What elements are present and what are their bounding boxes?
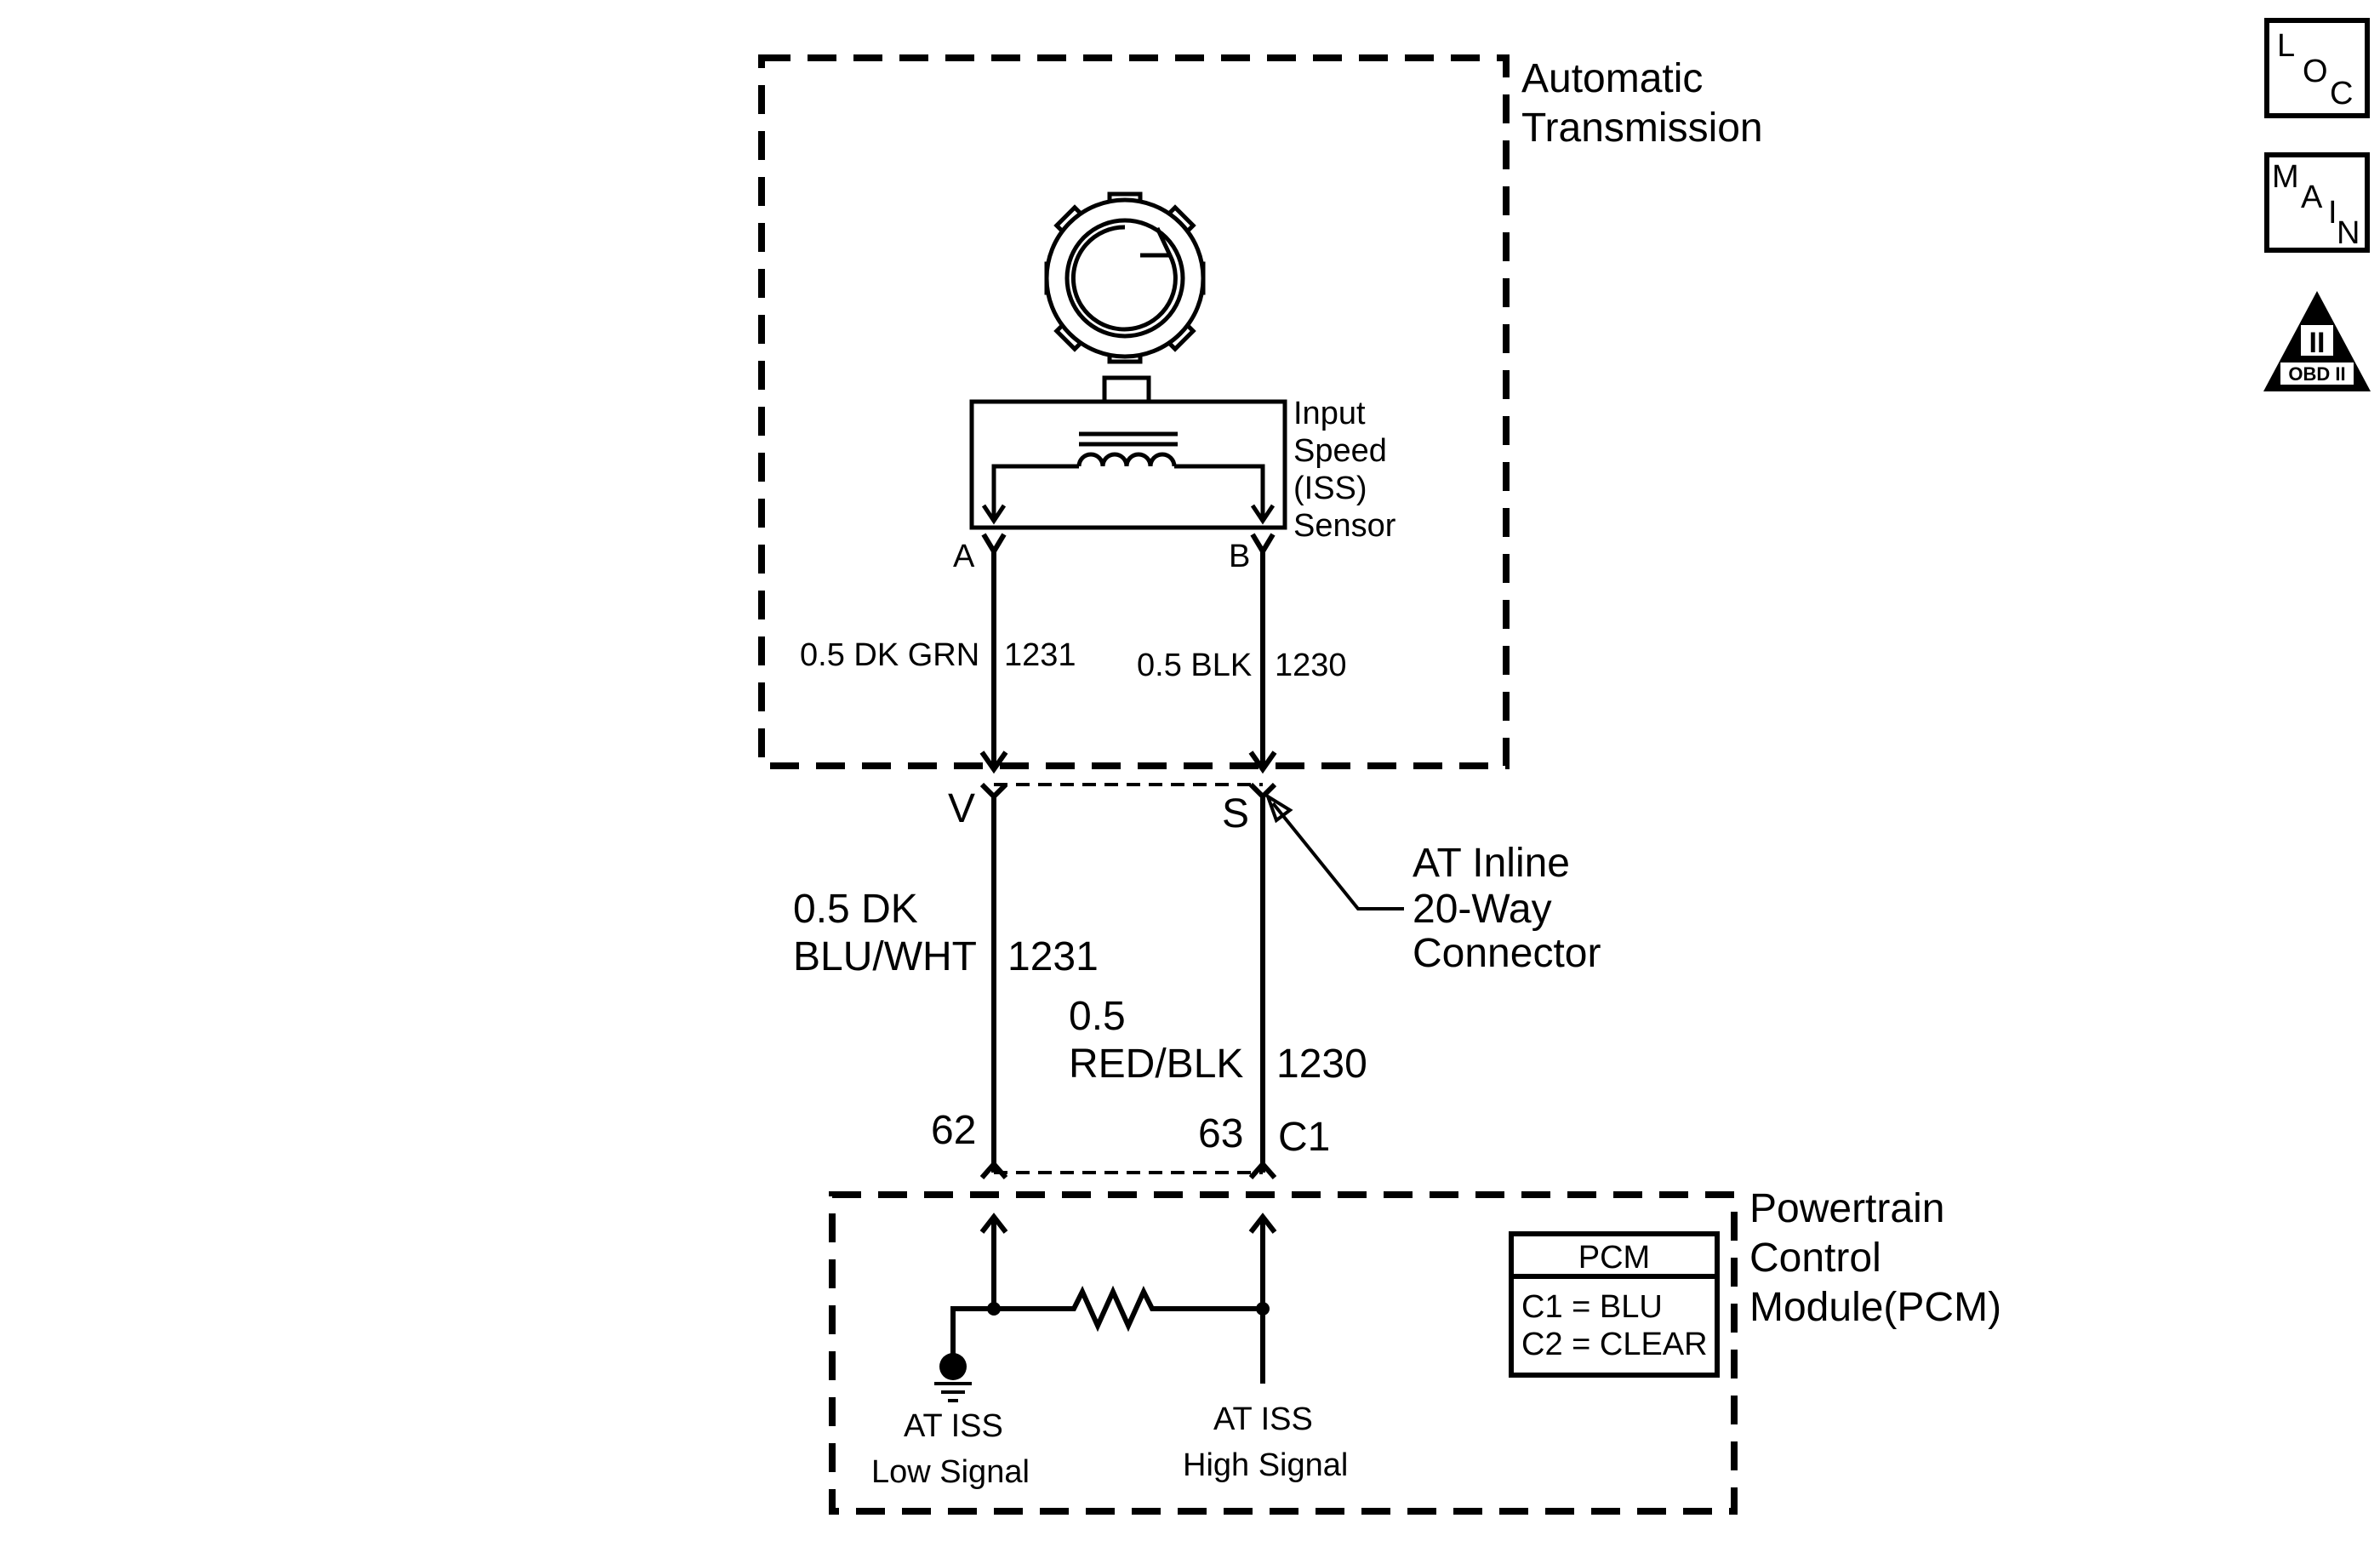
pcm-resistor-icon xyxy=(994,1285,1263,1333)
obd-numeral: II xyxy=(2309,327,2326,359)
connector-leader-line xyxy=(1271,802,1404,910)
transmission-boundary xyxy=(758,54,1510,769)
transmission-title-line1: Automatic xyxy=(1521,56,1703,101)
connector-name-line1: AT Inline xyxy=(1413,841,1570,886)
high-signal-line2: High Signal xyxy=(1183,1447,1348,1483)
transmission-title-line2: Transmission xyxy=(1521,106,1763,151)
pin-63-label: 63 xyxy=(1198,1111,1243,1156)
main-letter-m: M xyxy=(2272,159,2299,195)
connector-c1-label: C1 xyxy=(1278,1115,1330,1160)
sensor-label-line3: (ISS) xyxy=(1293,471,1367,506)
pin-62-label: 62 xyxy=(931,1108,976,1153)
main-letter-a: A xyxy=(2301,180,2323,215)
main-nav-button[interactable]: M A I N xyxy=(2264,152,2370,253)
pin-s-arrow xyxy=(1248,751,1277,774)
tone-wheel-icon xyxy=(1044,191,1206,364)
pin-v-label: V xyxy=(948,786,975,831)
high-signal-line1: AT ISS xyxy=(1213,1401,1313,1437)
loc-nav-button[interactable]: L O C xyxy=(2264,18,2370,118)
obd-label-box xyxy=(2280,362,2354,385)
pcm-high-arrow xyxy=(1248,1213,1277,1234)
pin-v-arrow xyxy=(979,751,1008,774)
pcm-legend-c1: C1 = BLU xyxy=(1521,1289,1663,1325)
pcm-legend-title: PCM xyxy=(1578,1240,1650,1276)
wire-a-color-label: 0.5 DK GRN xyxy=(800,637,979,673)
pcm-name-line1: Powertrain xyxy=(1749,1186,1944,1231)
pcm-name-line3: Module(PCM) xyxy=(1749,1285,2001,1330)
junction-high-icon xyxy=(1256,1302,1270,1316)
pin-s-label: S xyxy=(1222,791,1249,836)
main-letter-i: I xyxy=(2328,195,2337,231)
loc-letter-l: L xyxy=(2277,28,2295,64)
pin-a-label: A xyxy=(953,539,975,574)
main-letter-n: N xyxy=(2337,215,2360,251)
wire-v-circuit: 1231 xyxy=(1007,934,1099,979)
wire-a-circuit-label: 1231 xyxy=(1004,637,1076,673)
sensor-label-line4: Sensor xyxy=(1293,508,1396,544)
ground-node-icon xyxy=(939,1353,967,1380)
wire-s-circuit: 1230 xyxy=(1276,1042,1367,1087)
obd-ii-nav-button[interactable]: II OBD II xyxy=(2263,291,2371,391)
pin-s-terminal xyxy=(1248,782,1277,801)
pin-v-terminal xyxy=(979,782,1008,801)
pin-63-terminal xyxy=(1248,1160,1277,1179)
obd-numeral-box xyxy=(2301,325,2333,356)
low-signal-line1: AT ISS xyxy=(904,1408,1003,1444)
pcm-low-arrow xyxy=(979,1213,1008,1234)
obd-label: OBD II xyxy=(2288,363,2345,385)
connector-name-line3: Connector xyxy=(1413,931,1601,976)
sensor-label-line1: Input xyxy=(1293,396,1366,431)
wire-v-color-line1: 0.5 DK xyxy=(793,887,918,932)
pin-b-terminal xyxy=(1250,533,1276,557)
pin-62-terminal xyxy=(979,1160,1008,1179)
sensor-label-line2: Speed xyxy=(1293,433,1387,469)
connector-leader-arrow xyxy=(1264,792,1293,824)
pcm-legend-c2: C2 = CLEAR xyxy=(1521,1327,1708,1362)
loc-letter-c: C xyxy=(2330,76,2353,111)
low-signal-line2: Low Signal xyxy=(871,1454,1030,1490)
pcm-legend-box xyxy=(1509,1231,1720,1378)
wire-v-color-line2: BLU/WHT xyxy=(793,934,977,979)
wire-s-color-line1: 0.5 xyxy=(1069,994,1126,1039)
pin-b-label: B xyxy=(1229,539,1250,574)
wire-s-color-line2: RED/BLK xyxy=(1069,1042,1243,1087)
pcm-name-line2: Control xyxy=(1749,1236,1881,1281)
iss-sensor-icon xyxy=(969,375,1287,530)
wire-b-circuit-label: 1230 xyxy=(1275,648,1347,683)
loc-letter-o: O xyxy=(2303,54,2328,89)
ground-wire xyxy=(950,1306,994,1356)
connector-name-line2: 20-Way xyxy=(1413,887,1552,932)
pcm-boundary xyxy=(829,1191,1738,1515)
wire-b-color-label: 0.5 BLK xyxy=(1137,648,1252,683)
pin-a-terminal xyxy=(981,533,1007,557)
ground-symbol-icon xyxy=(934,1382,972,1402)
